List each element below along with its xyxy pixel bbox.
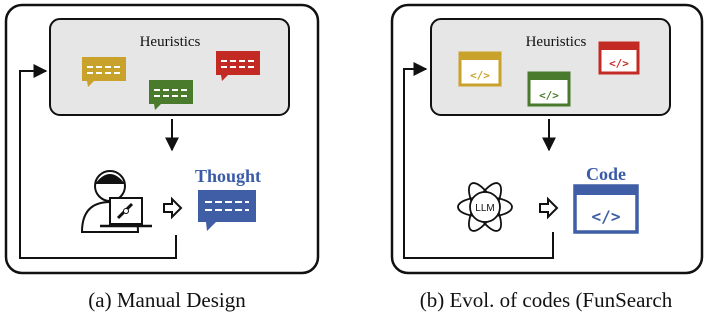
heuristic-bubble-icon [149,80,193,110]
thought-bubble-icon [198,190,256,231]
caption-funsearch: (b) Evol. of codes (FunSearch [420,288,673,312]
heuristic-code-window-icon: </> [598,41,640,75]
code-label: Code [586,164,626,184]
heuristics-title: Heuristics [140,34,201,50]
llm-atom-icon: LLM [457,182,513,232]
heuristics-title: Heuristics [526,34,587,50]
code-glyph: </> [592,207,621,226]
human-designer-icon [80,170,152,233]
code-glyph: </> [609,57,629,70]
feedback-loop-arrow [403,62,554,259]
panel-funsearch: Heuristics </> </> </> LLM [390,3,704,312]
caption-manual-design: (a) Manual Design [88,288,246,312]
hollow-right-arrow [539,196,559,220]
heuristic-code-window-icon: </> [527,71,571,107]
feedback-loop-arrow [19,64,177,259]
code-glyph: </> [470,69,490,82]
heuristic-bubble-icon [216,51,260,81]
panel-a-outer-frame [4,3,320,275]
panel-b-outer-frame [390,3,704,275]
heuristic-bubble-icon [82,57,126,87]
thought-label: Thought [195,166,261,186]
panel-manual-design: Heuristics [4,3,320,312]
code-glyph: </> [539,89,559,102]
heuristic-code-window-icon: </> [458,51,502,87]
code-window-icon: </> [573,184,639,234]
heuristics-box [49,18,290,116]
llm-label: LLM [475,203,494,214]
hollow-right-arrow [163,196,183,220]
